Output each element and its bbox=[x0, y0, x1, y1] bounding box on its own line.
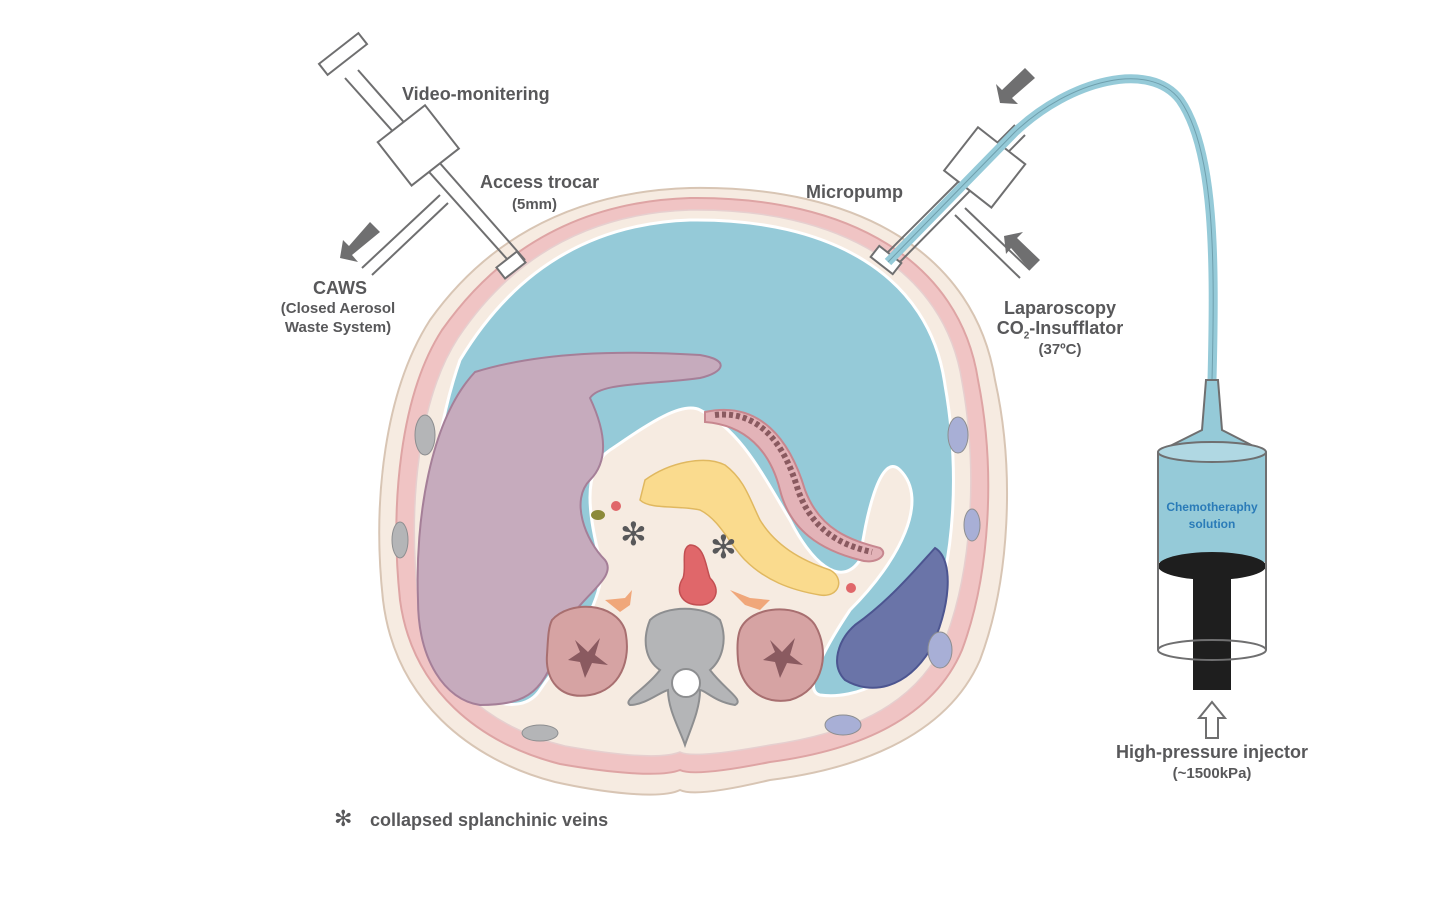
spinal-canal bbox=[671, 668, 701, 698]
asterisk-icon: ✻ bbox=[334, 806, 353, 831]
lymph-vessel-right bbox=[605, 590, 632, 612]
injector-bottom bbox=[1157, 639, 1267, 661]
co2-insufflator-label: CO2-Insufflator bbox=[975, 318, 1145, 343]
colon-mucosa bbox=[714, 411, 873, 555]
wall-node-1 bbox=[414, 414, 436, 456]
colon-segment bbox=[704, 409, 885, 563]
access-trocar-left bbox=[317, 31, 527, 280]
access-trocar-size-label: (5mm) bbox=[512, 196, 558, 213]
chemo-solution-line1: Chemotheraphy bbox=[1166, 500, 1258, 514]
liver bbox=[416, 351, 722, 707]
caws-desc-line2: Waste System) bbox=[284, 319, 392, 336]
caws-desc-line1: (Closed Aerosol bbox=[280, 300, 396, 317]
left-renal-pelvis bbox=[763, 638, 803, 678]
wall-node-3 bbox=[521, 724, 559, 742]
co2-prefix: CO bbox=[996, 318, 1024, 338]
aorta bbox=[678, 544, 717, 606]
hollow-arrow-icon bbox=[1196, 700, 1228, 739]
injector-fluid bbox=[1158, 452, 1266, 562]
arrow-icon bbox=[340, 222, 380, 262]
vessel-red-2 bbox=[846, 583, 856, 593]
video-monitoring-label: Video-monitering bbox=[402, 84, 550, 104]
high-pressure-injector-label: High-pressure injector bbox=[1115, 742, 1309, 762]
right-renal-pelvis bbox=[568, 638, 608, 678]
laparoscopy-label: Laparoscopy bbox=[1003, 298, 1117, 318]
arrow-icon bbox=[996, 68, 1035, 104]
wall-node-7 bbox=[927, 631, 953, 669]
micropump-label: Micropump bbox=[806, 182, 903, 202]
lymph-vessel-left bbox=[730, 590, 770, 610]
wall-node-2 bbox=[391, 521, 409, 559]
collapsed-vein-asterisk-1: ✻ bbox=[620, 515, 647, 553]
caws-label: CAWS bbox=[313, 278, 367, 298]
injector-top bbox=[1157, 441, 1267, 463]
co2-suffix: -Insufflator bbox=[1029, 318, 1124, 338]
pancreas bbox=[639, 459, 840, 596]
co2-subscript: 2 bbox=[1023, 330, 1030, 342]
vessel-red bbox=[611, 501, 621, 511]
spleen bbox=[836, 546, 949, 689]
wall-node-6 bbox=[963, 508, 981, 542]
wall-node-5 bbox=[947, 416, 969, 454]
legend-collapsed-veins: collapsed splanchinic veins bbox=[370, 810, 609, 830]
injector-pressure-label: (~1500kPa) bbox=[1172, 765, 1252, 782]
arrow-icon bbox=[1004, 232, 1040, 270]
access-trocar-label: Access trocar bbox=[480, 172, 600, 192]
temperature-label: (37ºC) bbox=[1038, 341, 1082, 358]
plunger-rod bbox=[1193, 566, 1231, 690]
wall-node-4 bbox=[824, 714, 862, 736]
chemo-solution-line2: solution bbox=[1188, 517, 1236, 531]
chemotherapy-tubing-outline bbox=[887, 78, 1214, 381]
collapsed-vein-asterisk-2: ✻ bbox=[710, 528, 737, 566]
bile-duct bbox=[591, 510, 605, 520]
